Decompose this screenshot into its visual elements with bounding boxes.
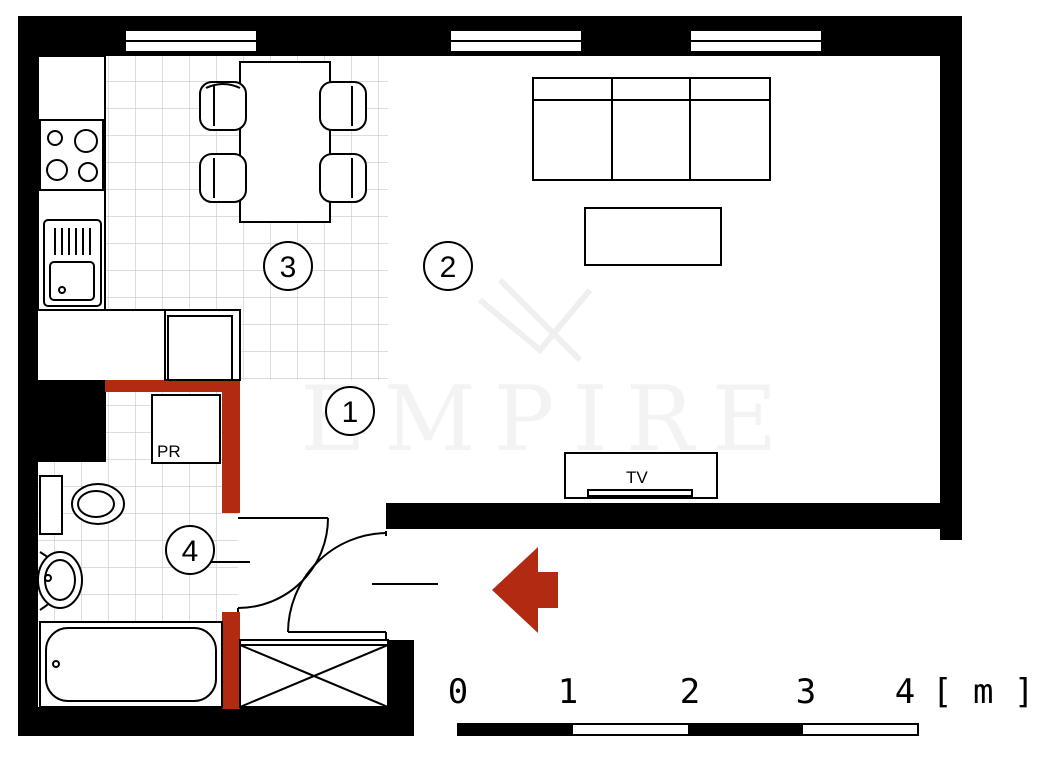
- tv-label: TV: [626, 468, 648, 487]
- coffee-table: [584, 207, 722, 266]
- svg-text:1: 1: [342, 396, 359, 429]
- watermark-logo: [478, 277, 593, 363]
- kitchen-counter: [37, 55, 241, 381]
- scale-tick-0: 0: [448, 672, 468, 712]
- svg-text:2: 2: [440, 251, 457, 284]
- new-partition-walls: [105, 380, 240, 709]
- closet: [239, 639, 389, 708]
- scale-tick-1: 1: [558, 672, 578, 712]
- room-number-4: 4: [165, 525, 215, 575]
- scale-tick-3: 3: [796, 672, 816, 712]
- sofa: [532, 77, 771, 181]
- svg-text:3: 3: [280, 251, 297, 284]
- scale-unit: [ m ]: [932, 672, 1034, 712]
- dining-set: [199, 61, 367, 223]
- room-number-1: 1: [325, 386, 375, 436]
- tv-stand: [564, 452, 718, 499]
- svg-text:4: 4: [182, 535, 199, 568]
- scale-bar: 0 1 2 3 4 [ m ]: [448, 672, 1034, 736]
- scale-tick-2: 2: [680, 672, 700, 712]
- bathroom-fixtures: [37, 394, 223, 708]
- room-number-2: 2: [423, 241, 473, 291]
- entrance-arrow-icon: [492, 547, 558, 633]
- walls: [18, 16, 962, 736]
- scale-tick-4: 4: [895, 672, 915, 712]
- doors: [200, 517, 438, 640]
- watermark-text: EMPIRE: [300, 367, 795, 472]
- windows: [124, 29, 823, 53]
- pr-label: PR: [157, 442, 181, 461]
- room-number-3: 3: [263, 241, 313, 291]
